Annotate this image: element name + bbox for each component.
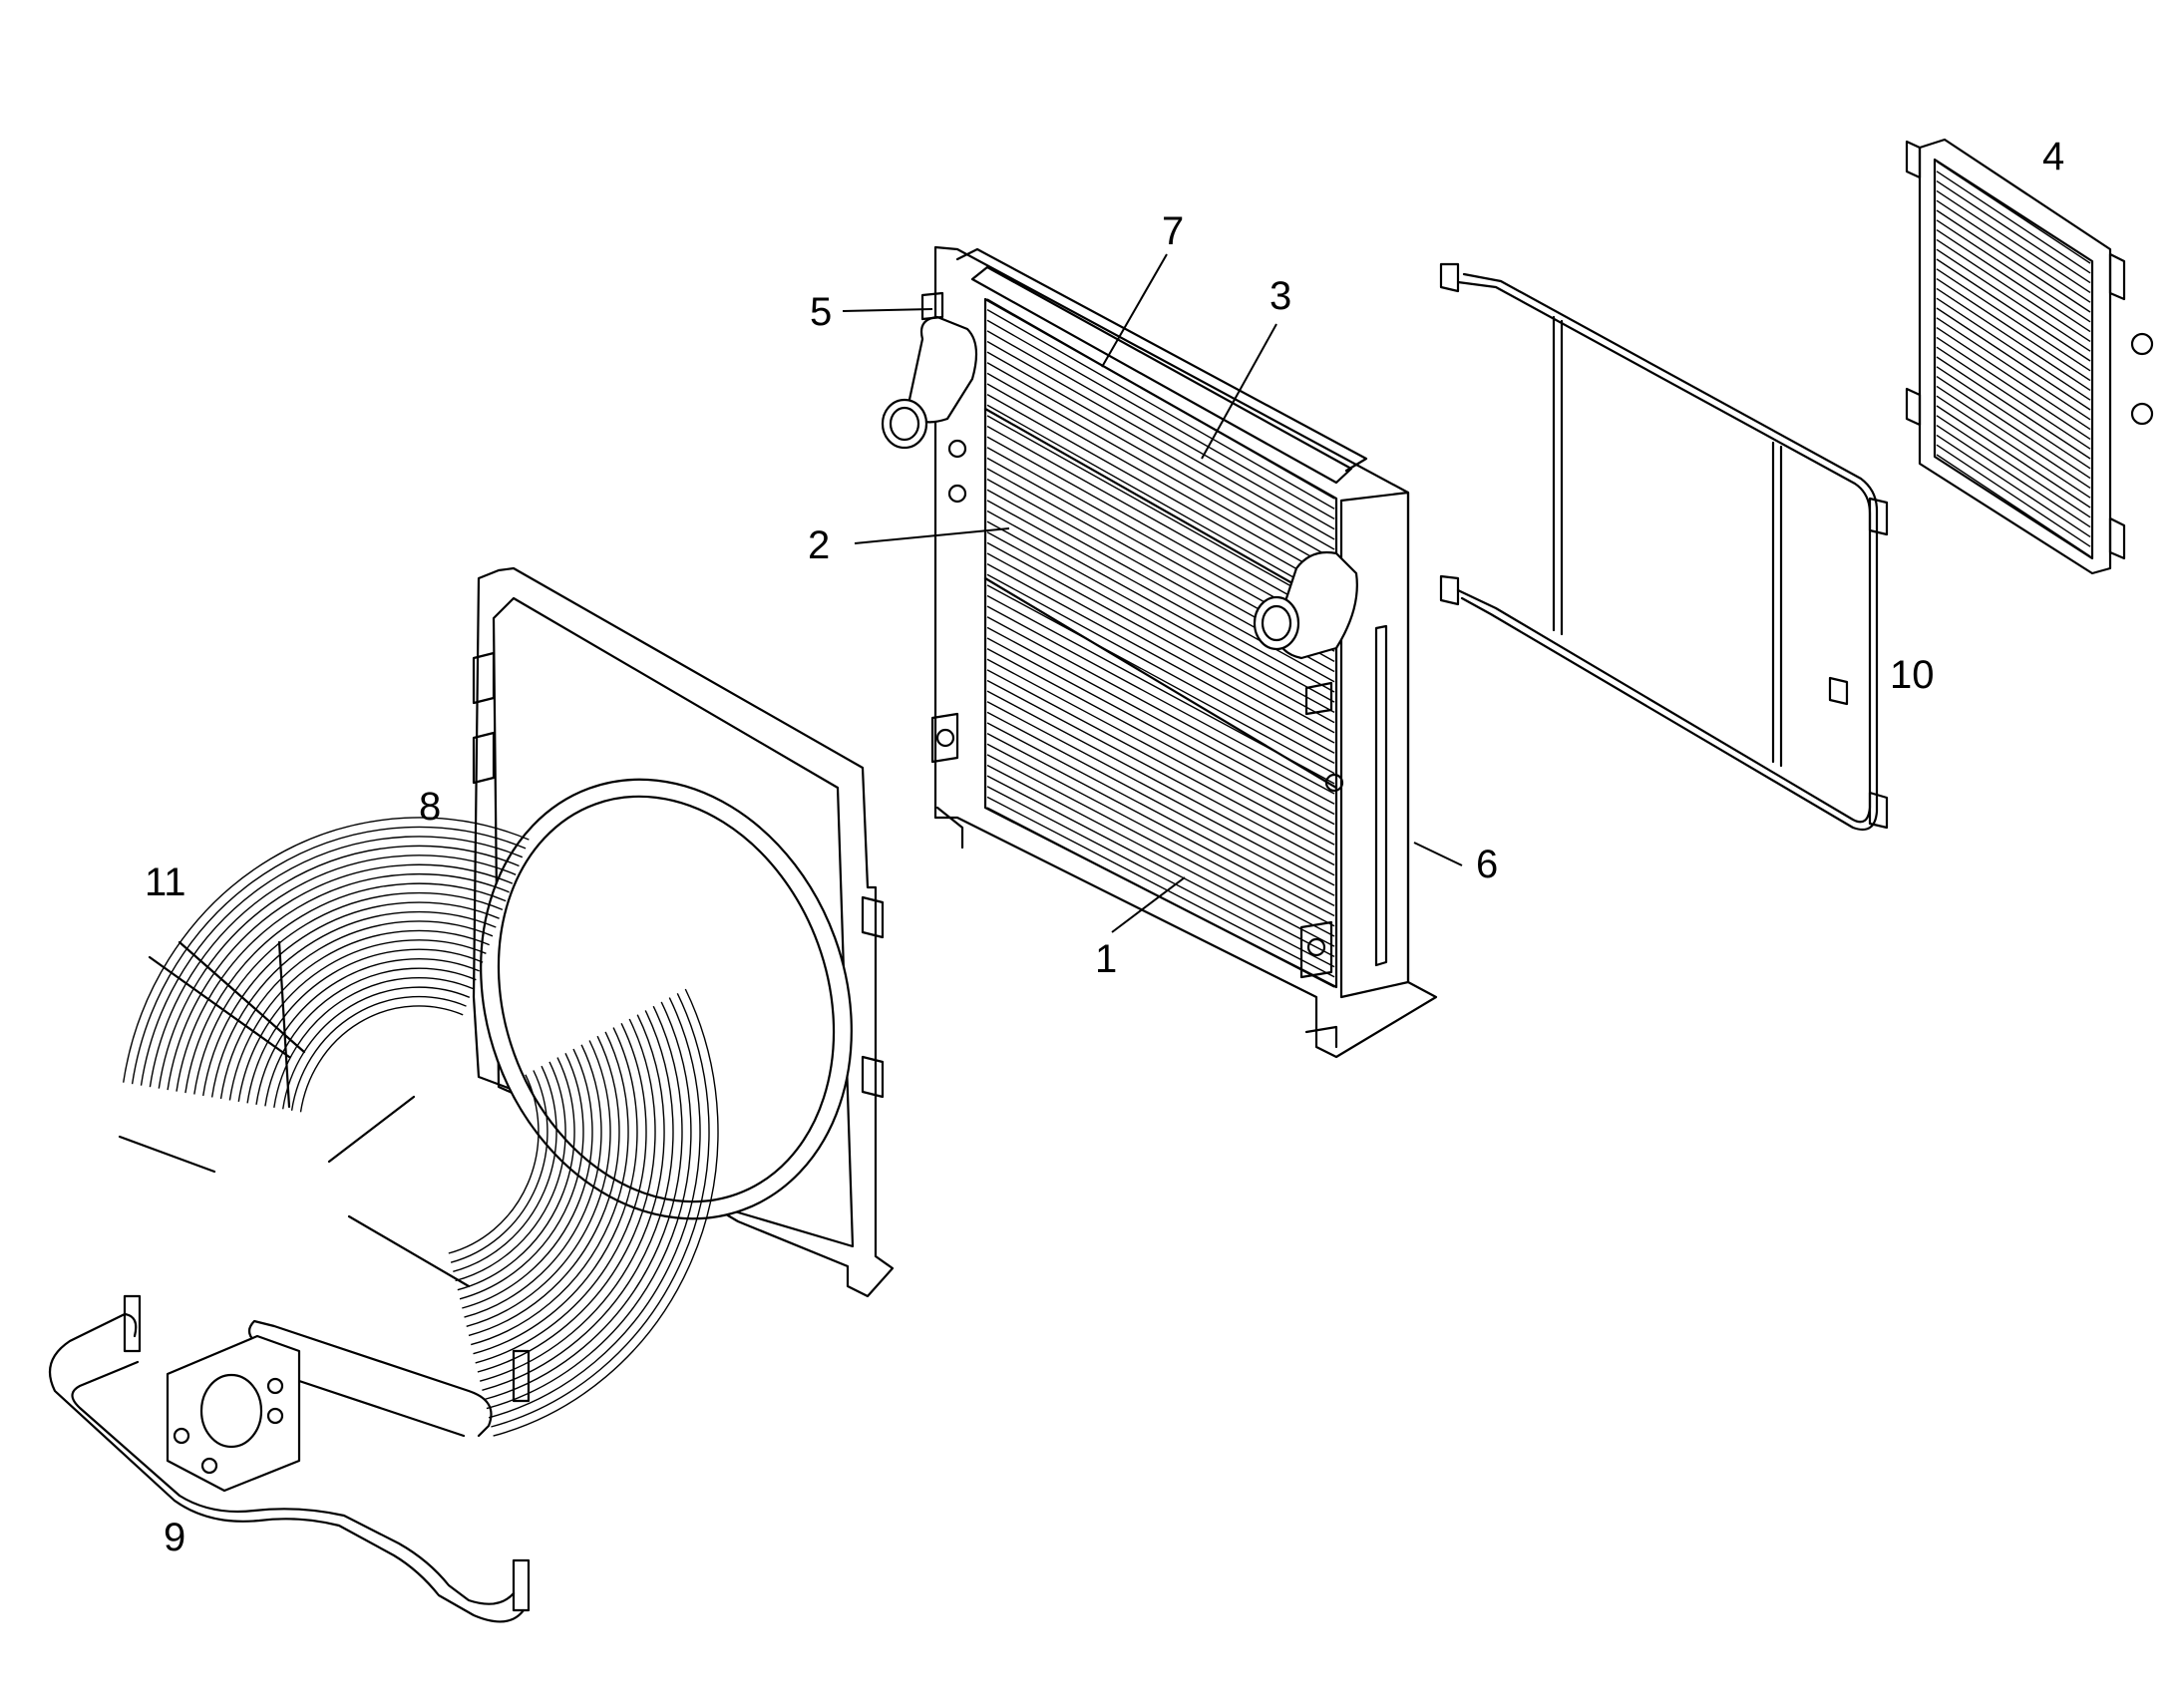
callout-8: 8 [419, 785, 441, 829]
callout-6: 6 [1476, 843, 1498, 886]
radiator-assembly [881, 245, 1438, 1059]
part-10-frame [1439, 262, 1889, 832]
callout-3: 3 [1270, 274, 1291, 318]
part-11-fan-guard [118, 817, 719, 1437]
part-4-oil-cooler [1905, 138, 2154, 575]
callout-10: 10 [1890, 653, 1935, 697]
part-8-fan-shroud [472, 566, 895, 1298]
callout-9: 9 [164, 1516, 185, 1559]
part-9-mounting-bracket [48, 1294, 531, 1623]
callout-5: 5 [810, 290, 832, 334]
callout-1: 1 [1095, 937, 1117, 981]
callout-4: 4 [2042, 135, 2064, 178]
callout-7: 7 [1162, 209, 1184, 253]
callout-2: 2 [808, 523, 830, 567]
callout-11: 11 [145, 860, 186, 904]
cooler-fins [1936, 161, 2091, 557]
callouts: 1 2 3 4 5 6 7 8 9 10 11 [145, 135, 2064, 1559]
